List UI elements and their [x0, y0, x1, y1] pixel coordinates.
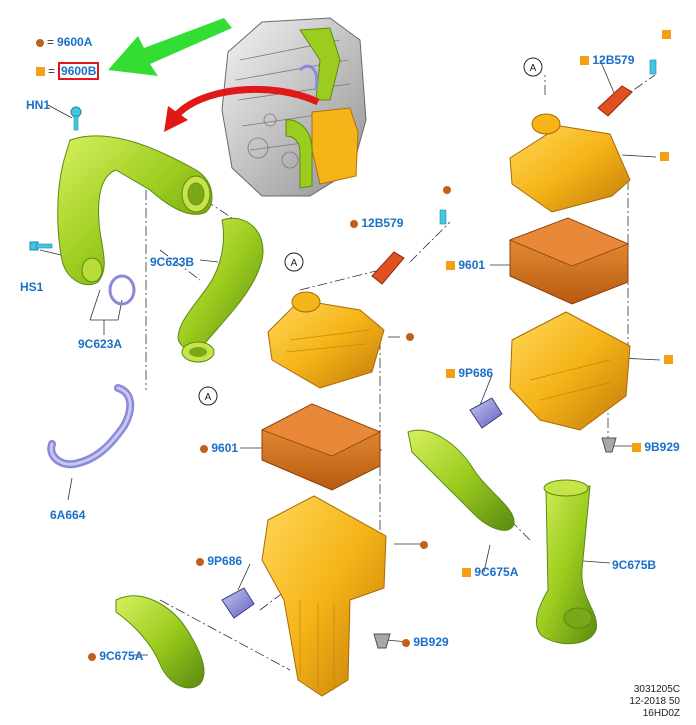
resonator-hose	[177, 217, 264, 363]
round-marker-icon	[420, 541, 428, 549]
green-arrow	[108, 18, 232, 76]
round-marker-icon	[196, 557, 204, 566]
mid-air-cleaner-housing	[261, 495, 387, 697]
round-marker-icon	[200, 444, 208, 453]
reference-line: 16HD0Z	[642, 708, 680, 719]
callout-9601-mid: 9601	[200, 441, 238, 455]
callout-hn1: HN1	[26, 98, 51, 112]
right-grommet	[601, 437, 617, 453]
callout-9p686-mid: 9P686	[196, 554, 242, 568]
reference-line: 3031205C	[633, 684, 680, 695]
square-marker-icon	[446, 261, 455, 271]
callout-9c675a-mid: 9C675A	[462, 565, 518, 579]
round-marker-icon	[350, 219, 358, 228]
square-marker-icon	[462, 568, 471, 578]
right-temp-sensor	[597, 59, 657, 117]
callout-9p686-right: 9P686	[446, 366, 493, 380]
drawing-reference: 3031205C 12-2018 50 16HD0Z	[629, 684, 680, 720]
legend-row-square: =9600B	[36, 62, 100, 80]
square-marker-icon	[662, 30, 671, 39]
hs1-bolt	[29, 241, 53, 251]
right-air-filter	[508, 217, 630, 305]
right-solenoid	[469, 397, 503, 429]
callout-9c675a-left: 9C675A	[88, 649, 143, 663]
mid-air-cleaner-cover	[267, 291, 385, 389]
red-arrow	[164, 85, 320, 132]
square-marker-icon	[446, 369, 455, 379]
svg-text:A: A	[205, 392, 212, 403]
callout-9c675b: 9C675B	[612, 558, 657, 572]
hose-clamp	[108, 274, 136, 306]
round-marker-icon	[406, 333, 414, 341]
square-marker-icon	[580, 56, 589, 66]
callout-9b929-mid: 9B929	[402, 635, 449, 649]
square-marker-icon	[36, 67, 45, 77]
round-marker-icon	[36, 38, 44, 47]
square-marker-icon	[664, 355, 673, 364]
callout-9c623a: 9C623A	[78, 337, 123, 351]
callout-6a664: 6A664	[50, 508, 86, 522]
leader-lines	[39, 59, 661, 656]
air-inlet-duct	[57, 135, 213, 286]
callout-12b579-mid: 12B579	[350, 216, 403, 230]
right-air-cleaner-housing	[509, 311, 631, 431]
mid-lower-duct	[407, 429, 515, 531]
round-marker-icon	[88, 652, 96, 661]
svg-text:A: A	[291, 258, 298, 269]
square-marker-icon	[660, 152, 669, 161]
legend-code-9600b: 9600B	[58, 62, 100, 80]
round-marker-icon	[402, 638, 410, 647]
mid-temp-sensor	[371, 209, 447, 285]
legend-row-round: =9600A	[36, 35, 92, 49]
hn1-screw	[70, 106, 82, 131]
legend-code-9600a: 9600A	[57, 35, 93, 49]
mid-air-filter	[261, 403, 381, 491]
connection-marker-a: A A A	[198, 57, 543, 406]
callout-9c623b: 9C623B	[150, 255, 195, 269]
engine-assembly	[221, 17, 367, 197]
callout-9601-right: 9601	[446, 258, 485, 272]
callout-12b579-right: 12B579	[580, 53, 634, 67]
breather-hose	[47, 384, 135, 469]
left-lower-duct	[115, 595, 205, 689]
mid-solenoid	[221, 587, 255, 619]
reference-line: 12-2018 50	[629, 696, 680, 707]
callout-9b929-right: 9B929	[632, 440, 680, 454]
svg-text:A: A	[530, 63, 537, 74]
right-air-cleaner-cover	[509, 113, 631, 213]
square-marker-icon	[632, 443, 641, 453]
round-marker-icon	[443, 186, 451, 194]
right-lower-duct	[536, 479, 598, 645]
callout-hs1: HS1	[20, 280, 44, 294]
mid-grommet	[373, 633, 391, 649]
